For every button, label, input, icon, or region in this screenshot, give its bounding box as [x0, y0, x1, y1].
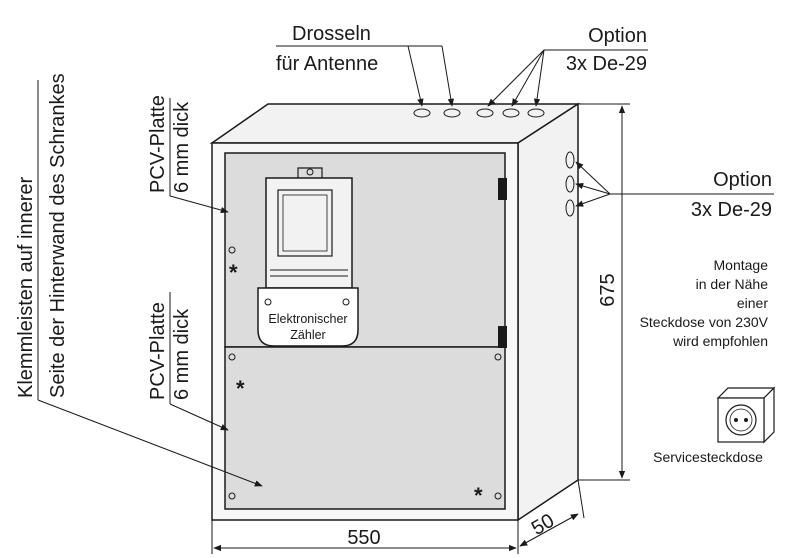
- option-top-label: Option 3x De-29: [487, 25, 648, 107]
- top-hole: [413, 108, 431, 118]
- drosseln-line1: Drosseln: [292, 23, 371, 45]
- option-side-line2: 3x De-29: [691, 199, 772, 221]
- meter-label-line1: Elektronischer: [268, 312, 347, 326]
- note-line: Montage: [714, 257, 769, 273]
- option-top-leader: [533, 49, 545, 107]
- option-side-leader: [575, 161, 611, 195]
- cabinet-side-face: [517, 102, 579, 522]
- option-side-label: Option 3x De-29: [575, 161, 774, 221]
- mounting-note: Montage in der Nähe einer Steckdose von …: [640, 257, 769, 349]
- drosseln-leader: [441, 45, 454, 107]
- socket-label: Servicesteckdose: [653, 449, 763, 465]
- side-hole: [565, 175, 575, 193]
- top-hole: [527, 108, 545, 118]
- screw: [494, 353, 502, 361]
- meter-display: [277, 189, 333, 257]
- screw: [228, 353, 236, 361]
- leader-line: [37, 399, 263, 487]
- cabinet-top-face: [209, 103, 581, 144]
- asterisk-mark: *: [236, 376, 245, 401]
- note-line: einer: [737, 295, 768, 311]
- pcv-top-line2: 6 mm dick: [171, 101, 193, 193]
- screw: [228, 492, 236, 500]
- top-hole: [502, 108, 520, 118]
- socket-pin-hole: [734, 418, 738, 422]
- meter-label-line2: Zähler: [290, 328, 325, 342]
- asterisk-mark: *: [474, 483, 483, 508]
- meter-terminal-cover: [257, 287, 359, 347]
- depth-value: 50: [528, 510, 558, 540]
- hinge-top: [498, 178, 507, 200]
- pcv-bottom-line1: PCV-Platte: [147, 302, 169, 400]
- note-line: in der Nähe: [696, 276, 769, 292]
- drosseln-leader: [407, 45, 424, 107]
- pcv-bottom-leader: [169, 403, 229, 431]
- option-side-leader: [575, 193, 611, 207]
- dimension-width: 550: [211, 520, 519, 554]
- drosseln-label: Drosseln für Antenne: [276, 23, 454, 107]
- option-top-leader: [511, 49, 545, 107]
- asterisk-mark: *: [229, 260, 238, 285]
- terminal-strip-label-line2: Seite der Hinterwand des Schrankes: [47, 73, 69, 398]
- terminal-strip-label-line1: Klemmleisten auf innerer: [15, 176, 37, 398]
- top-hole: [443, 108, 461, 118]
- meter-screw: [264, 298, 272, 306]
- note-line: wird empfohlen: [672, 333, 768, 349]
- meter-display-inner: [282, 194, 328, 252]
- rotated-left-label: Klemmleisten auf innerer Seite der Hinte…: [15, 73, 263, 487]
- electronic-meter: Elektronischer Zähler: [257, 167, 359, 347]
- option-side-line1: Option: [713, 169, 772, 191]
- side-hole: [565, 199, 575, 217]
- option-top-line1: Option: [588, 25, 647, 47]
- pcv-top-leader: [169, 195, 229, 214]
- extension-line: [577, 479, 585, 519]
- depth-arrow: [519, 513, 579, 547]
- pcv-top-label: PCV-Platte 6 mm dick: [147, 95, 229, 214]
- height-value: 675: [597, 273, 619, 306]
- pcv-top-line1: PCV-Platte: [147, 95, 169, 193]
- meter-screw: [342, 298, 350, 306]
- width-value: 550: [347, 527, 380, 549]
- screw: [494, 492, 502, 500]
- option-side-leader: [575, 182, 611, 195]
- top-hole: [476, 108, 494, 118]
- socket-outlet: [725, 404, 757, 436]
- meter-hanger: [297, 167, 323, 178]
- hinge-bottom: [498, 326, 507, 348]
- socket-pin-hole: [744, 418, 748, 422]
- option-top-line2: 3x De-29: [566, 53, 647, 75]
- side-hole: [565, 151, 575, 169]
- service-socket: Servicesteckdose: [653, 386, 776, 465]
- socket-side-face: [763, 386, 775, 444]
- screw: [228, 246, 236, 254]
- socket-outlet-inner: [729, 408, 753, 432]
- dimension-height: 675: [578, 103, 630, 481]
- pcv-bottom-line2: 6 mm dick: [171, 308, 193, 400]
- drosseln-line2: für Antenne: [276, 53, 378, 75]
- lower-door: [224, 346, 506, 510]
- pcv-bottom-label: PCV-Platte 6 mm dick: [147, 292, 229, 431]
- meter-hanger-hole: [306, 168, 314, 176]
- option-top-leader: [487, 49, 545, 107]
- note-line: Steckdose von 230V: [640, 314, 769, 330]
